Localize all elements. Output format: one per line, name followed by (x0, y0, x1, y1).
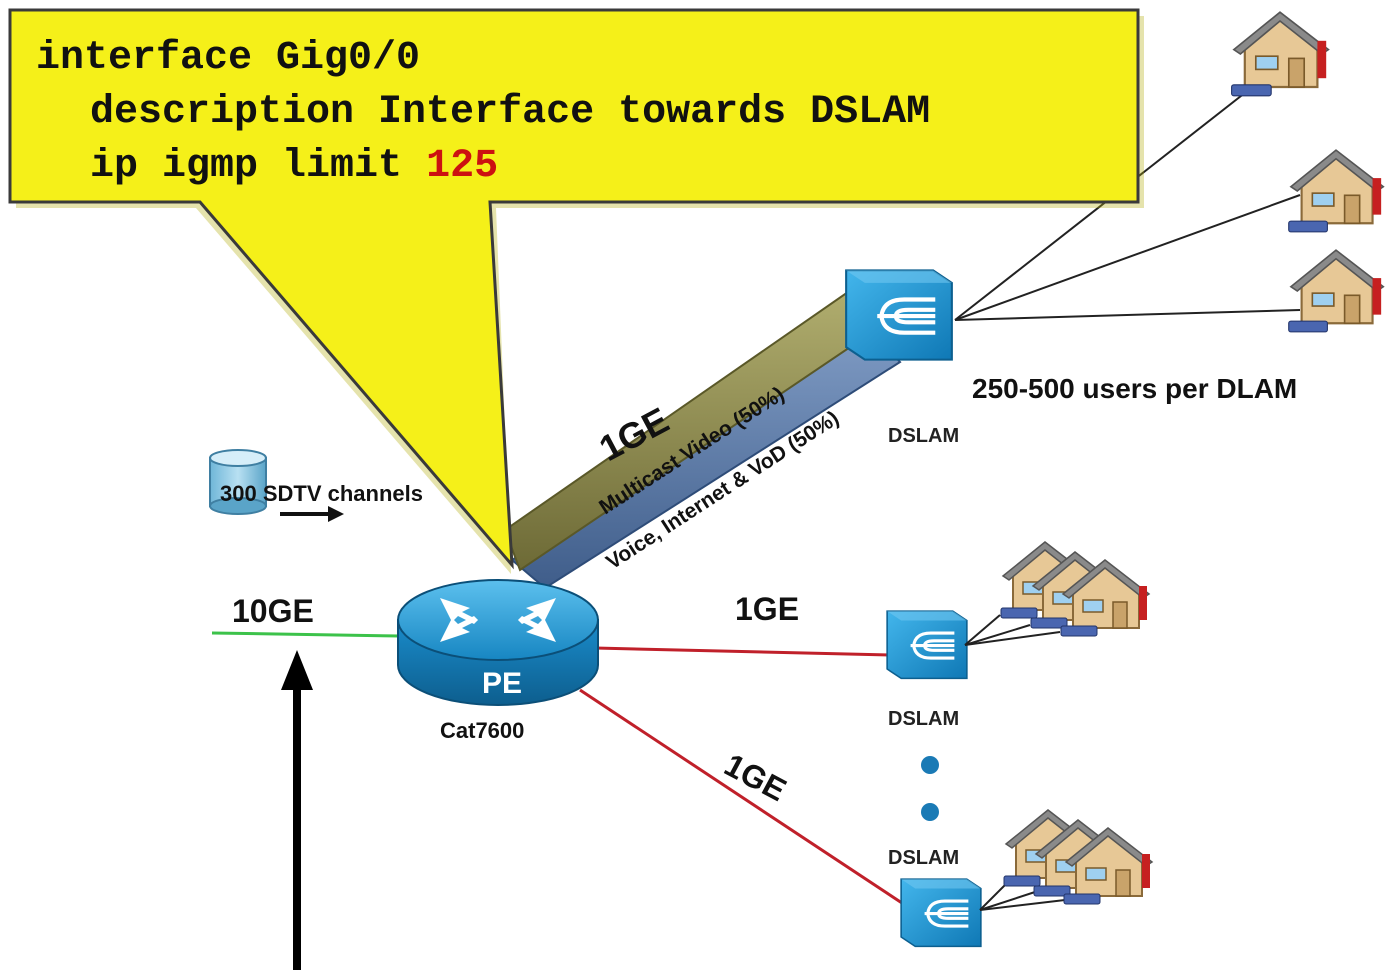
router-name: PE (482, 667, 522, 700)
router-model: Cat7600 (440, 718, 524, 743)
dslam-middle: DSLAM (885, 609, 969, 730)
callout-balloon (8, 8, 1140, 570)
bottom-houses (979, 809, 1153, 911)
channels-label: 300 SDTV channels (220, 481, 423, 506)
right-arrow-icon (280, 506, 344, 522)
more-dslams-dots (921, 756, 939, 821)
dslam-bottom-label: DSLAM (888, 847, 959, 869)
up-arrow-icon (281, 650, 313, 970)
top-houses (1230, 11, 1385, 333)
pe-router: PE Cat7600 (397, 579, 599, 743)
callout-line-2: description Interface towards DSLAM (90, 90, 930, 135)
uplink: 10GE (211, 593, 401, 970)
middle-houses (964, 541, 1150, 646)
house-icon (1287, 249, 1385, 333)
dslam-top-label: DSLAM (888, 425, 959, 447)
dslam-icon (846, 270, 952, 359)
middle-link (594, 646, 891, 657)
top-link-bundle: Multicast Video (50%) Voice, Internet & … (503, 290, 902, 590)
house-icon (1287, 149, 1385, 233)
igmp-limit-value: 125 (426, 144, 498, 189)
lower-links: 1GE 1GE (579, 591, 906, 907)
config-callout: interface Gig0/0 description Interface t… (8, 8, 1144, 574)
callout-line-3-prefix: ip igmp limit (90, 144, 426, 189)
uplink-line (211, 631, 401, 638)
dslam-bottom: DSLAM (888, 847, 983, 949)
callout-line-3: ip igmp limit 125 (90, 144, 498, 189)
bottom-link (579, 688, 906, 907)
uplink-speed: 10GE (232, 593, 314, 629)
channel-source: 300 SDTV channels (209, 449, 423, 522)
dslam-icon (885, 609, 969, 681)
middle-link-speed: 1GE (735, 591, 799, 627)
callout-line-1: interface Gig0/0 (36, 36, 420, 81)
data-pipe (510, 328, 902, 590)
database-icon (209, 449, 267, 515)
dslam-top: DSLAM (846, 270, 959, 447)
router-arrows-icon (440, 598, 556, 642)
house-icon (1230, 11, 1330, 97)
dslam-icon (899, 877, 983, 949)
bottom-link-speed: 1GE (719, 746, 792, 808)
dslam-middle-label: DSLAM (888, 708, 959, 730)
users-per-dslam-note: 250-500 users per DLAM (972, 373, 1297, 404)
